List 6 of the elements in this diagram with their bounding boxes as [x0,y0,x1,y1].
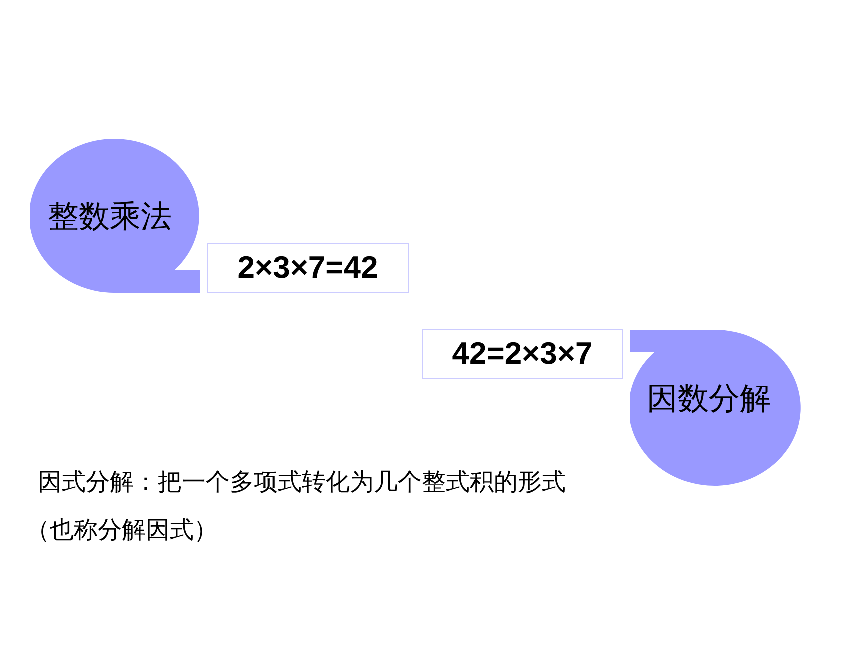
bubble-text: 整数乘法 [48,198,172,236]
formula-box: 42=2×3×7 [422,329,623,379]
definition-text: 因式分解：把一个多项式转化为几个整式积的形式 [38,469,566,498]
formula-box: 2×3×7=42 [207,243,409,293]
bubble-text: 因数分解 [647,380,771,418]
definition-text: （也称分解因式） [26,517,218,546]
